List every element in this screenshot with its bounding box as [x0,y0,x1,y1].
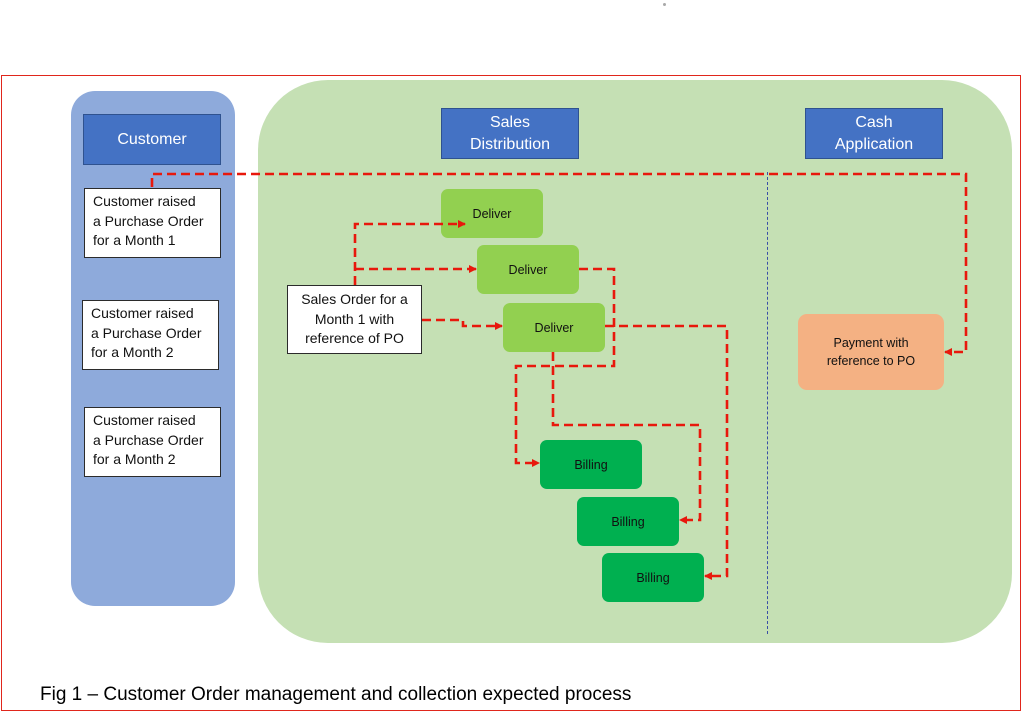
payment-box: Payment with reference to PO [798,314,944,390]
deliver-box-3: Deliver [503,303,605,352]
billing-box-1: Billing [540,440,642,489]
lane-divider [767,172,768,634]
deliver-box-2: Deliver [477,245,579,294]
figure-caption: Fig 1 – Customer Order management and co… [40,684,632,705]
arrow-po-to-payment [150,172,968,356]
decorative-dot [663,3,666,6]
purchase-order-month-1: Customer raised a Purchase Order for a M… [84,188,221,258]
arrow-deliver-3-to-billing-3 [605,324,729,580]
arrow-deliver-2-to-billing-1 [514,267,616,467]
arrow-so-to-deliver-3 [422,318,503,330]
billing-box-3: Billing [602,553,704,602]
billing-box-2: Billing [577,497,679,546]
customer-lane-header: Customer [83,114,221,165]
sales-distribution-header: Sales Distribution [441,108,579,159]
arrow-so-to-deliver-1 [353,220,466,285]
sales-order-box: Sales Order for a Month 1 with reference… [287,285,422,354]
cash-application-header: Cash Application [805,108,943,159]
purchase-order-month-2: Customer raised a Purchase Order for a M… [82,300,219,370]
figure-frame [1,75,1021,711]
deliver-box-1: Deliver [441,189,543,238]
arrow-deliver-3-to-billing-2 [551,352,702,524]
purchase-order-month-2-duplicate: Customer raised a Purchase Order for a M… [84,407,221,477]
